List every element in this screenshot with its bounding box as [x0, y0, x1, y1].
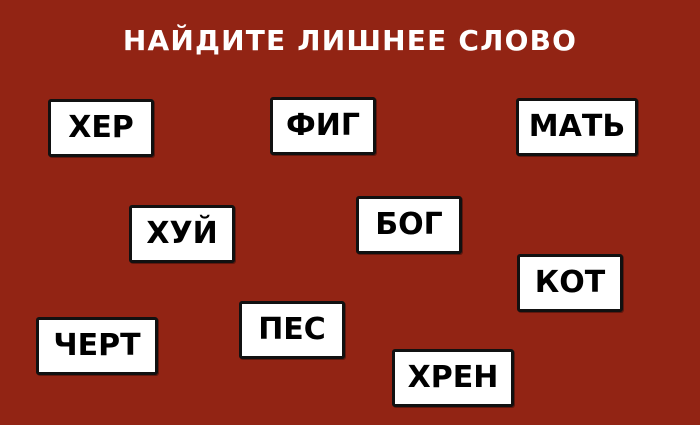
- word-card-9[interactable]: ХРЕН: [392, 349, 514, 407]
- word-card-label: ХЕР: [68, 110, 134, 145]
- word-card-label: ПЕС: [258, 312, 326, 347]
- word-card-label: КОТ: [534, 265, 606, 300]
- word-card-7[interactable]: ЧЕРТ: [36, 317, 158, 375]
- word-card-label: БОГ: [375, 207, 443, 242]
- word-card-4[interactable]: ХУЙ: [129, 205, 235, 263]
- word-card-label: ХРЕН: [407, 360, 499, 395]
- word-card-5[interactable]: БОГ: [356, 196, 462, 254]
- word-card-2[interactable]: ФИГ: [270, 97, 376, 155]
- word-card-1[interactable]: ХЕР: [48, 99, 154, 157]
- puzzle-title: НАЙДИТЕ ЛИШНЕЕ СЛОВО: [122, 24, 578, 57]
- word-card-label: ФИГ: [286, 108, 360, 143]
- word-card-label: ЧЕРТ: [53, 328, 141, 363]
- word-card-3[interactable]: МАТЬ: [516, 98, 638, 156]
- word-card-8[interactable]: ПЕС: [239, 301, 345, 359]
- word-card-6[interactable]: КОТ: [517, 254, 623, 312]
- word-card-label: МАТЬ: [528, 109, 626, 144]
- word-card-label: ХУЙ: [146, 216, 218, 251]
